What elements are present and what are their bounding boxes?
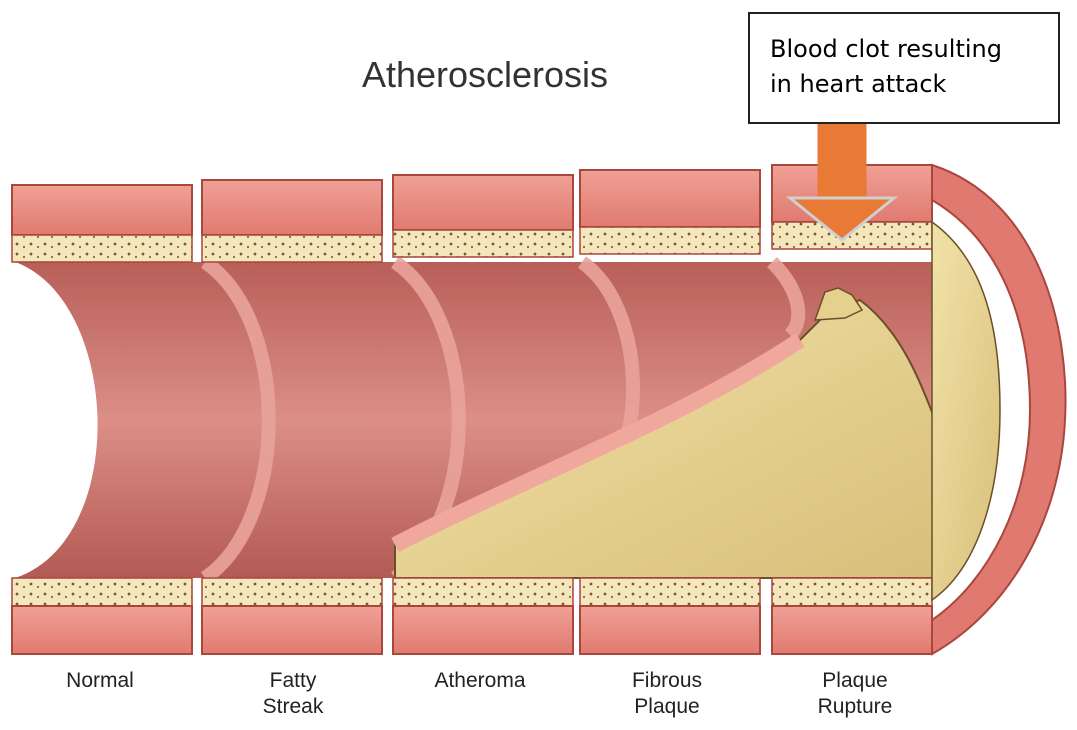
stage-label-fibrous-plaque: Fibrous Plaque xyxy=(592,668,742,720)
callout-text-line-1: Blood clot resulting xyxy=(770,32,1040,67)
callout-text-line-2: in heart attack xyxy=(770,67,1040,102)
bottom-wall xyxy=(12,578,932,654)
callout-box: Blood clot resulting in heart attack xyxy=(748,12,1060,124)
plaque-end-fill xyxy=(932,222,1000,600)
stage-label-fatty-streak: Fatty Streak xyxy=(218,668,368,720)
diagram-title: Atherosclerosis xyxy=(300,54,670,96)
stage-label-atheroma: Atheroma xyxy=(405,668,555,694)
stage-label-normal: Normal xyxy=(25,668,175,694)
stage-label-plaque-rupture: Plaque Rupture xyxy=(780,668,930,720)
top-wall xyxy=(12,165,932,262)
